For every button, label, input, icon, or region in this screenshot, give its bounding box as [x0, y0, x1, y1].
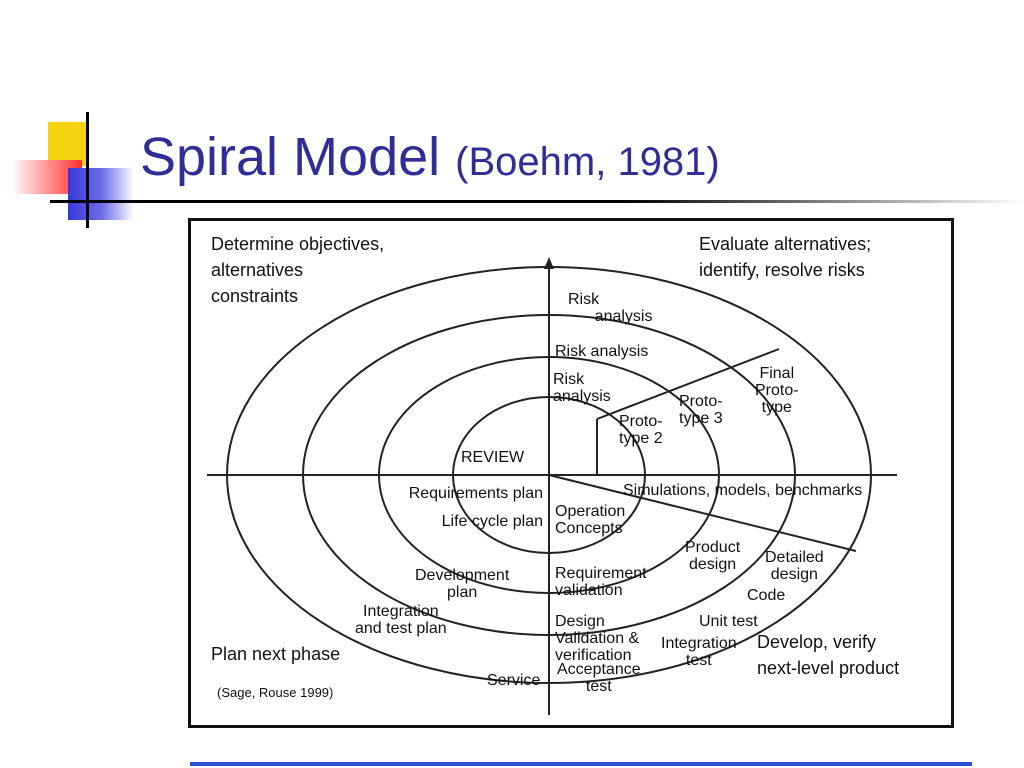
prototype-divider [596, 348, 780, 420]
label-operation-concepts: Operation Concepts [555, 503, 626, 537]
title-underline [135, 200, 1024, 203]
diagonal-divider [548, 474, 857, 552]
decor-vertical-line [86, 112, 89, 228]
quadrant-bottom-right: Develop, verify next-level product [757, 632, 900, 678]
footer-rule [190, 762, 972, 766]
quadrant-bottom-left: Plan next phase [211, 644, 341, 664]
spiral-diagram: Determine objectives, alternatives const… [188, 218, 954, 728]
slide-title: Spiral Model (Boehm, 1981) [140, 122, 720, 197]
decor-yellow-square [48, 122, 88, 166]
quadrant-top-right: Evaluate alternatives; identify, resolve… [699, 234, 872, 280]
title-main: Spiral Model [140, 127, 441, 187]
label-development-plan: Development plan [415, 567, 510, 601]
label-integration-test-plan: Integration and test plan [355, 603, 447, 637]
label-risk-analysis-inner: Risk analysis [553, 371, 611, 405]
label-risk-analysis-outer: Risk analysis [568, 291, 653, 325]
decor-horizontal-line [50, 200, 140, 203]
spiral-drawing [207, 257, 897, 715]
axis-arrow-icon [544, 257, 554, 269]
label-unit-test: Unit test [699, 613, 758, 630]
label-detailed-design: Detailed design [765, 549, 824, 583]
label-final-prototype: Final Proto- type [755, 365, 799, 416]
label-service: Service [487, 672, 541, 689]
label-life-cycle-plan: Life cycle plan [441, 513, 543, 530]
label-requirement-validation: Requirement validation [555, 565, 647, 599]
label-prototype-2: Proto- type 2 [619, 413, 663, 447]
title-subtitle: (Boehm, 1981) [455, 140, 720, 184]
citation: (Sage, Rouse 1999) [217, 685, 334, 700]
label-simulations: Simulations, models, benchmarks [623, 482, 863, 499]
decor-blue-square [68, 168, 134, 220]
label-integration-test: Integration test [661, 635, 737, 669]
label-design-validation: Design Validation & verification [555, 613, 640, 664]
label-risk-analysis-mid: Risk analysis [555, 343, 649, 360]
label-code: Code [747, 587, 786, 604]
quadrant-top-left: Determine objectives, alternatives const… [211, 234, 385, 306]
label-product-design: Product design [685, 539, 741, 573]
label-prototype-3: Proto- type 3 [679, 393, 723, 427]
label-review: REVIEW [461, 449, 525, 466]
label-requirements-plan: Requirements plan [408, 485, 543, 502]
label-acceptance-test: Acceptance test [557, 661, 641, 695]
